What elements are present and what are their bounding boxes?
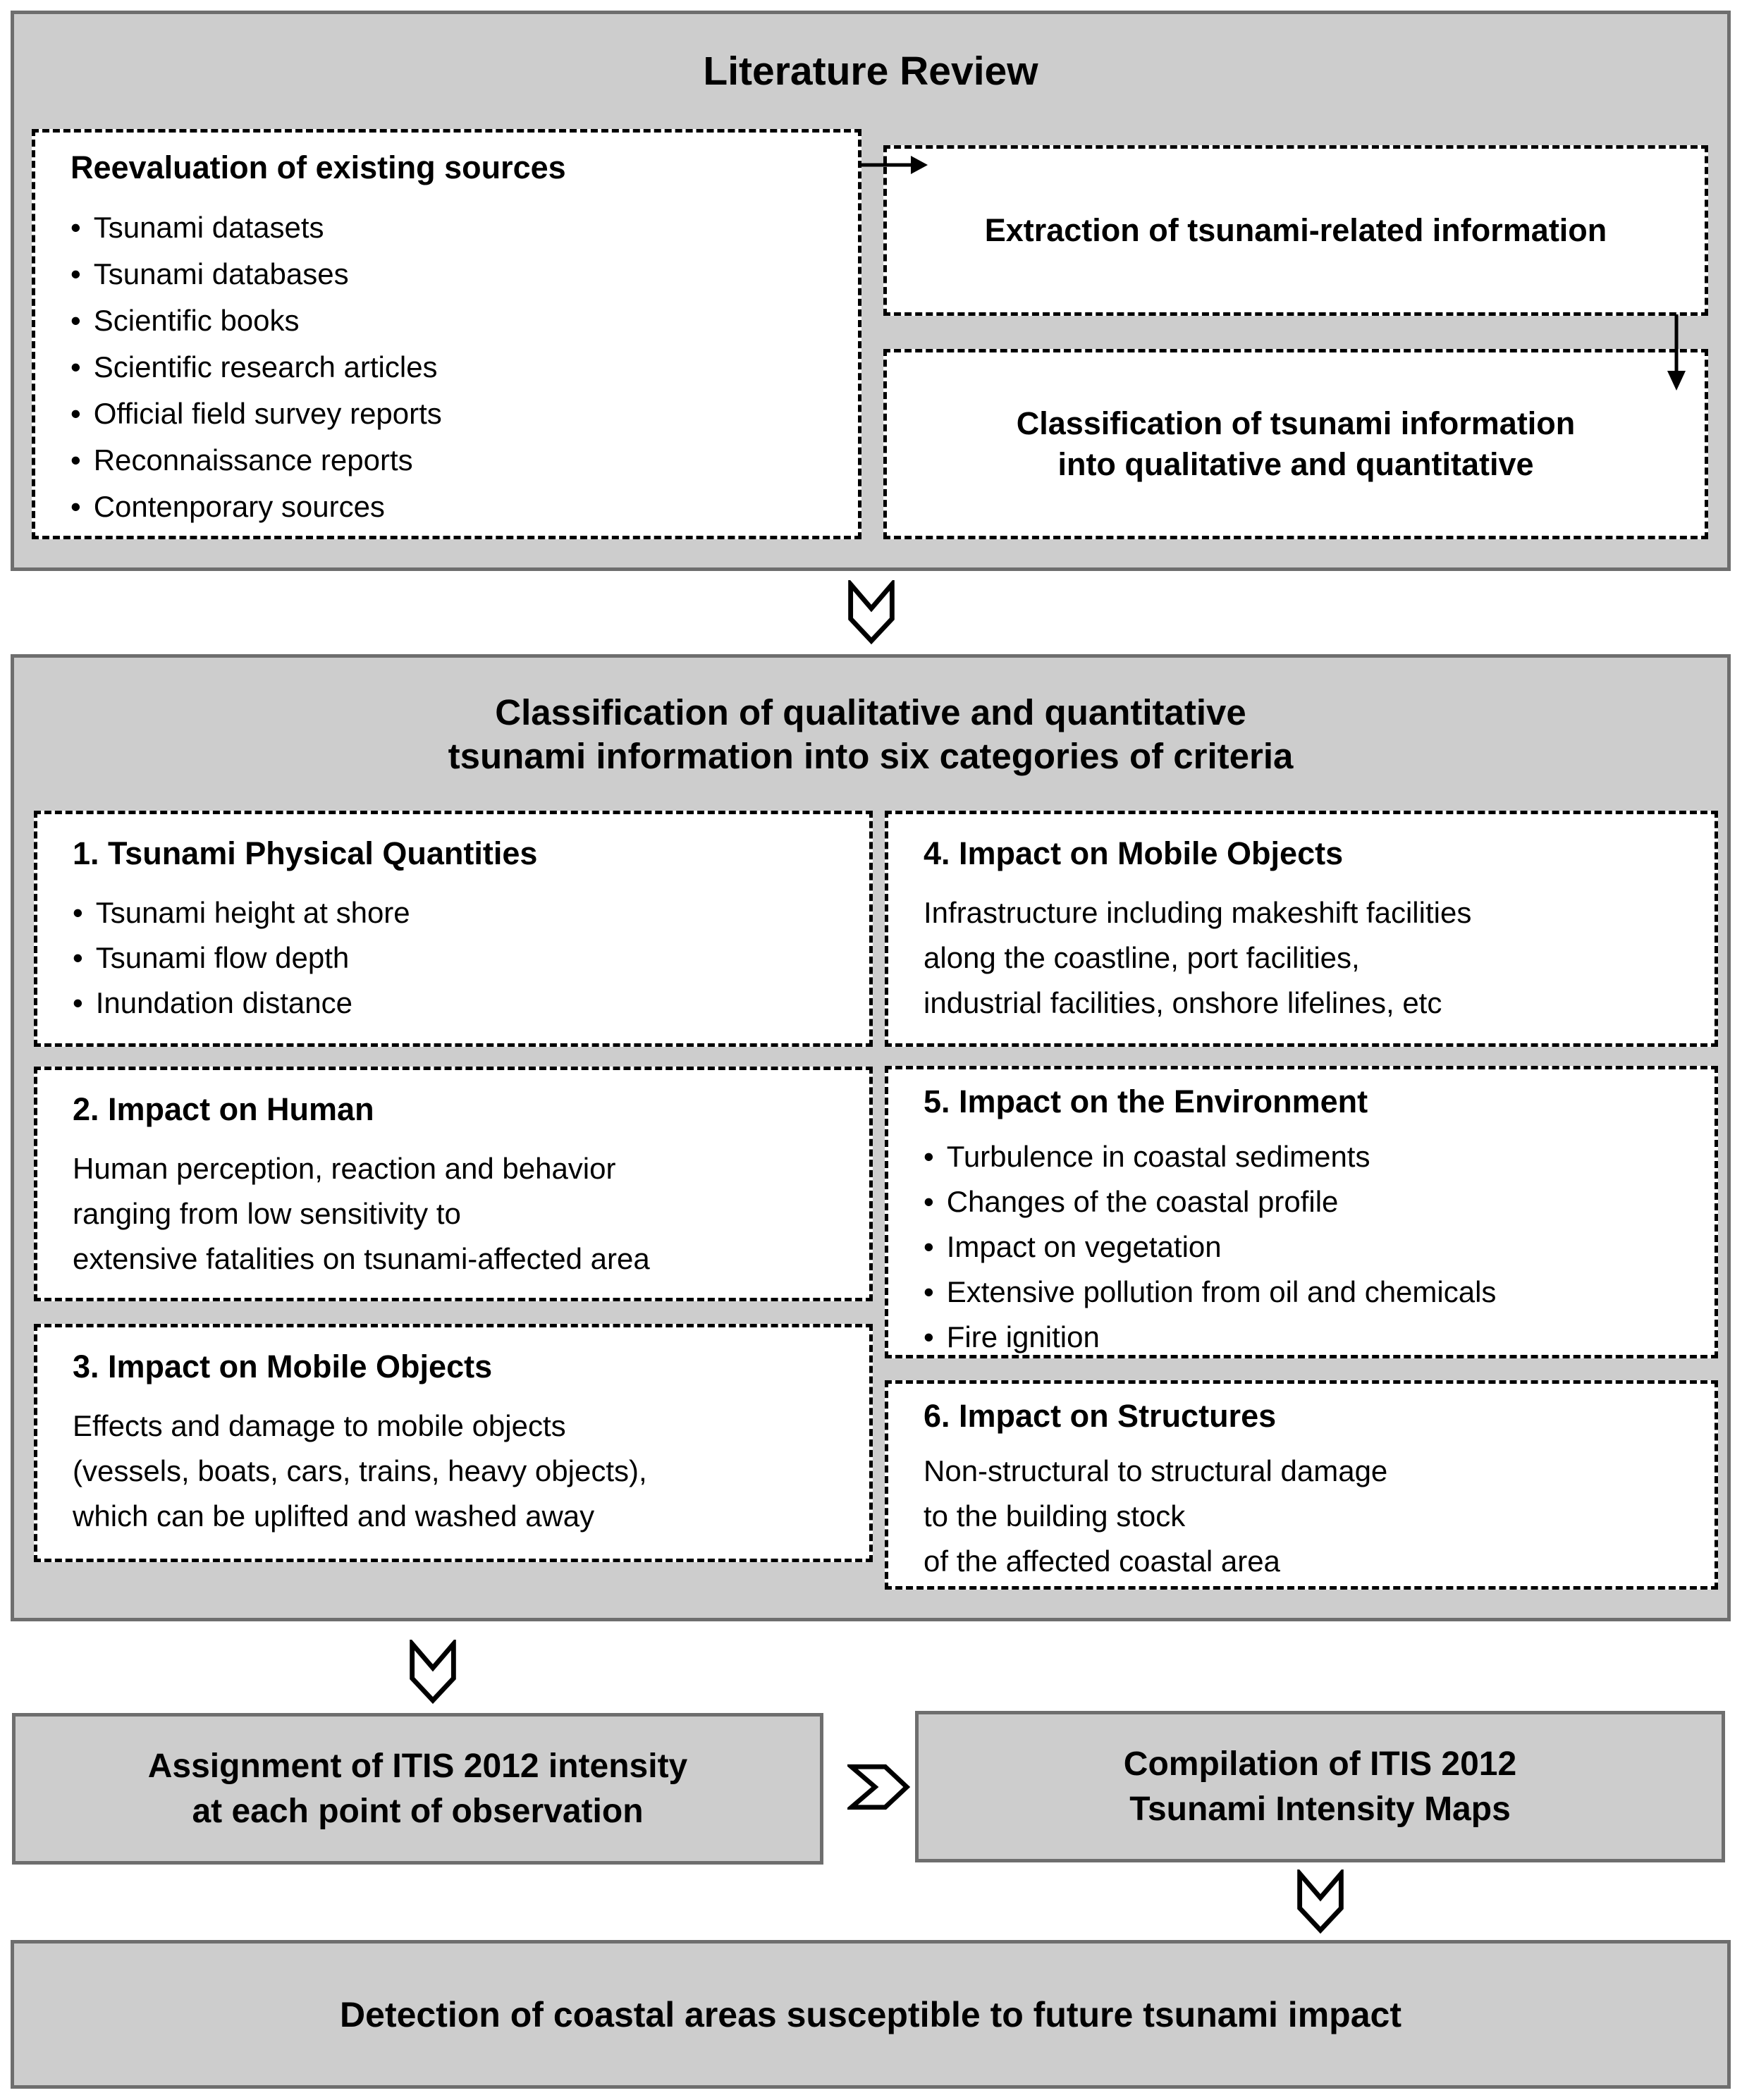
category-list: Turbulence in coastal sediments Changes …	[924, 1134, 1693, 1360]
category-text: Effects and damage to mobile objects (ve…	[73, 1404, 848, 1539]
list-item: Official field survey reports	[70, 391, 837, 437]
compilation-box: Compilation of ITIS 2012 Tsunami Intensi…	[915, 1711, 1725, 1862]
category-heading: 3. Impact on Mobile Objects	[73, 1349, 493, 1384]
list-item: Tsunami datasets	[70, 204, 837, 251]
categories-title-line2: tsunami information into six categories …	[448, 736, 1294, 776]
classification-box: Classification of tsunami information in…	[883, 349, 1708, 539]
category-heading: 6. Impact on Structures	[924, 1398, 1277, 1434]
list-item: Tsunami databases	[70, 251, 837, 297]
category-heading: 5. Impact on the Environment	[924, 1083, 1368, 1119]
category-list: Tsunami height at shore Tsunami flow dep…	[73, 890, 848, 1026]
arrow-right-icon	[859, 156, 928, 174]
list-item: Inundation distance	[73, 981, 848, 1026]
list-item: Tsunami height at shore	[73, 890, 848, 935]
category-heading: 4. Impact on Mobile Objects	[924, 835, 1344, 871]
assignment-box: Assignment of ITIS 2012 intensity at eac…	[12, 1713, 823, 1865]
list-item: Extensive pollution from oil and chemica…	[924, 1270, 1693, 1315]
compilation-label-line2: Tsunami Intensity Maps	[1129, 1790, 1511, 1828]
assignment-label-line2: at each point of observation	[192, 1792, 644, 1830]
chevron-right-icon	[847, 1764, 911, 1810]
literature-review-section: Literature Review Reevaluation of existi…	[11, 11, 1731, 571]
list-item: Changes of the coastal profile	[924, 1179, 1693, 1224]
text-line: to the building stock	[924, 1499, 1186, 1533]
literature-review-title: Literature Review	[703, 49, 1038, 94]
list-item: Scientific research articles	[70, 344, 837, 391]
classification-label-line2: into qualitative and quantitative	[1057, 446, 1534, 482]
category-box-5: 5. Impact on the Environment Turbulence …	[885, 1066, 1718, 1358]
chevron-down-icon	[848, 580, 895, 645]
category-box-2: 2. Impact on Human Human perception, rea…	[34, 1067, 873, 1301]
category-box-1: 1. Tsunami Physical Quantities Tsunami h…	[34, 811, 873, 1047]
extraction-label: Extraction of tsunami-related informatio…	[984, 212, 1607, 248]
extraction-box: Extraction of tsunami-related informatio…	[883, 145, 1708, 316]
detection-box: Detection of coastal areas susceptible t…	[11, 1940, 1731, 2089]
category-box-6: 6. Impact on Structures Non-structural t…	[885, 1380, 1718, 1590]
list-item: Tsunami flow depth	[73, 935, 848, 981]
category-text: Infrastructure including makeshift facil…	[924, 890, 1693, 1026]
category-text: Human perception, reaction and behavior …	[73, 1146, 848, 1282]
category-box-3: 3. Impact on Mobile Objects Effects and …	[34, 1324, 873, 1562]
chevron-down-icon	[1297, 1869, 1344, 1934]
category-heading: 1. Tsunami Physical Quantities	[73, 835, 538, 871]
classification-label-line1: Classification of tsunami information	[1016, 405, 1576, 441]
text-line: industrial facilities, onshore lifelines…	[924, 986, 1442, 1019]
text-line: along the coastline, port facilities,	[924, 941, 1360, 974]
text-line: Infrastructure including makeshift facil…	[924, 896, 1472, 929]
category-box-4: 4. Impact on Mobile Objects Infrastructu…	[885, 811, 1718, 1047]
arrow-down-icon	[1667, 314, 1686, 391]
text-line: ranging from low sensitivity to	[73, 1197, 461, 1230]
text-line: extensive fatalities on tsunami-affected…	[73, 1242, 650, 1275]
list-item: Turbulence in coastal sediments	[924, 1134, 1693, 1179]
text-line: (vessels, boats, cars, trains, heavy obj…	[73, 1454, 647, 1487]
list-item: Contenporary sources	[70, 484, 837, 530]
list-item: Fire ignition	[924, 1315, 1693, 1360]
compilation-label-line1: Compilation of ITIS 2012	[1123, 1745, 1517, 1783]
assignment-label-line1: Assignment of ITIS 2012 intensity	[147, 1747, 688, 1785]
categories-section: Classification of qualitative and quanti…	[11, 654, 1731, 1621]
text-line: of the affected coastal area	[924, 1545, 1280, 1578]
text-line: which can be uplifted and washed away	[73, 1499, 595, 1533]
chevron-down-icon	[410, 1640, 456, 1705]
list-item: Scientific books	[70, 297, 837, 344]
detection-label: Detection of coastal areas susceptible t…	[340, 1994, 1401, 2034]
list-item: Impact on vegetation	[924, 1224, 1693, 1270]
text-line: Non-structural to structural damage	[924, 1454, 1388, 1487]
categories-title-line1: Classification of qualitative and quanti…	[495, 692, 1246, 732]
sources-box: Reevaluation of existing sources Tsunami…	[32, 129, 861, 539]
sources-heading: Reevaluation of existing sources	[70, 149, 566, 185]
text-line: Effects and damage to mobile objects	[73, 1409, 566, 1442]
list-item: Reconnaissance reports	[70, 437, 837, 484]
category-text: Non-structural to structural damage to t…	[924, 1449, 1693, 1584]
categories-title: Classification of qualitative and quanti…	[14, 691, 1727, 778]
category-heading: 2. Impact on Human	[73, 1091, 374, 1127]
text-line: Human perception, reaction and behavior	[73, 1152, 616, 1185]
sources-list: Tsunami datasets Tsunami databases Scien…	[70, 204, 837, 530]
